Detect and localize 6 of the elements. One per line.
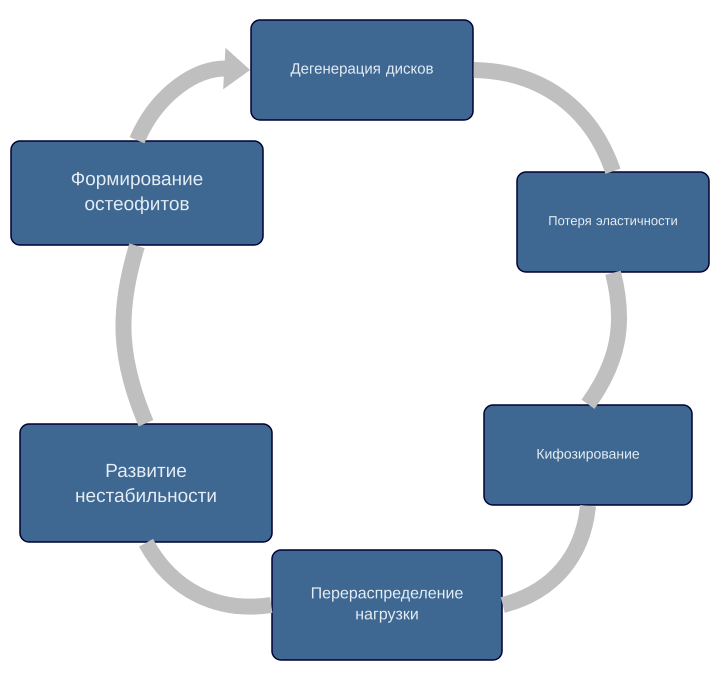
process-box: Перераспределение нагрузки bbox=[271, 549, 503, 661]
process-box: Развитие нестабильности bbox=[19, 423, 273, 543]
process-box: Кифозирование bbox=[483, 404, 693, 506]
process-box: Дегенерация дисков bbox=[250, 19, 474, 121]
process-box: Формирование остеофитов bbox=[10, 140, 264, 246]
process-box: Потеря эластичности bbox=[516, 171, 710, 273]
